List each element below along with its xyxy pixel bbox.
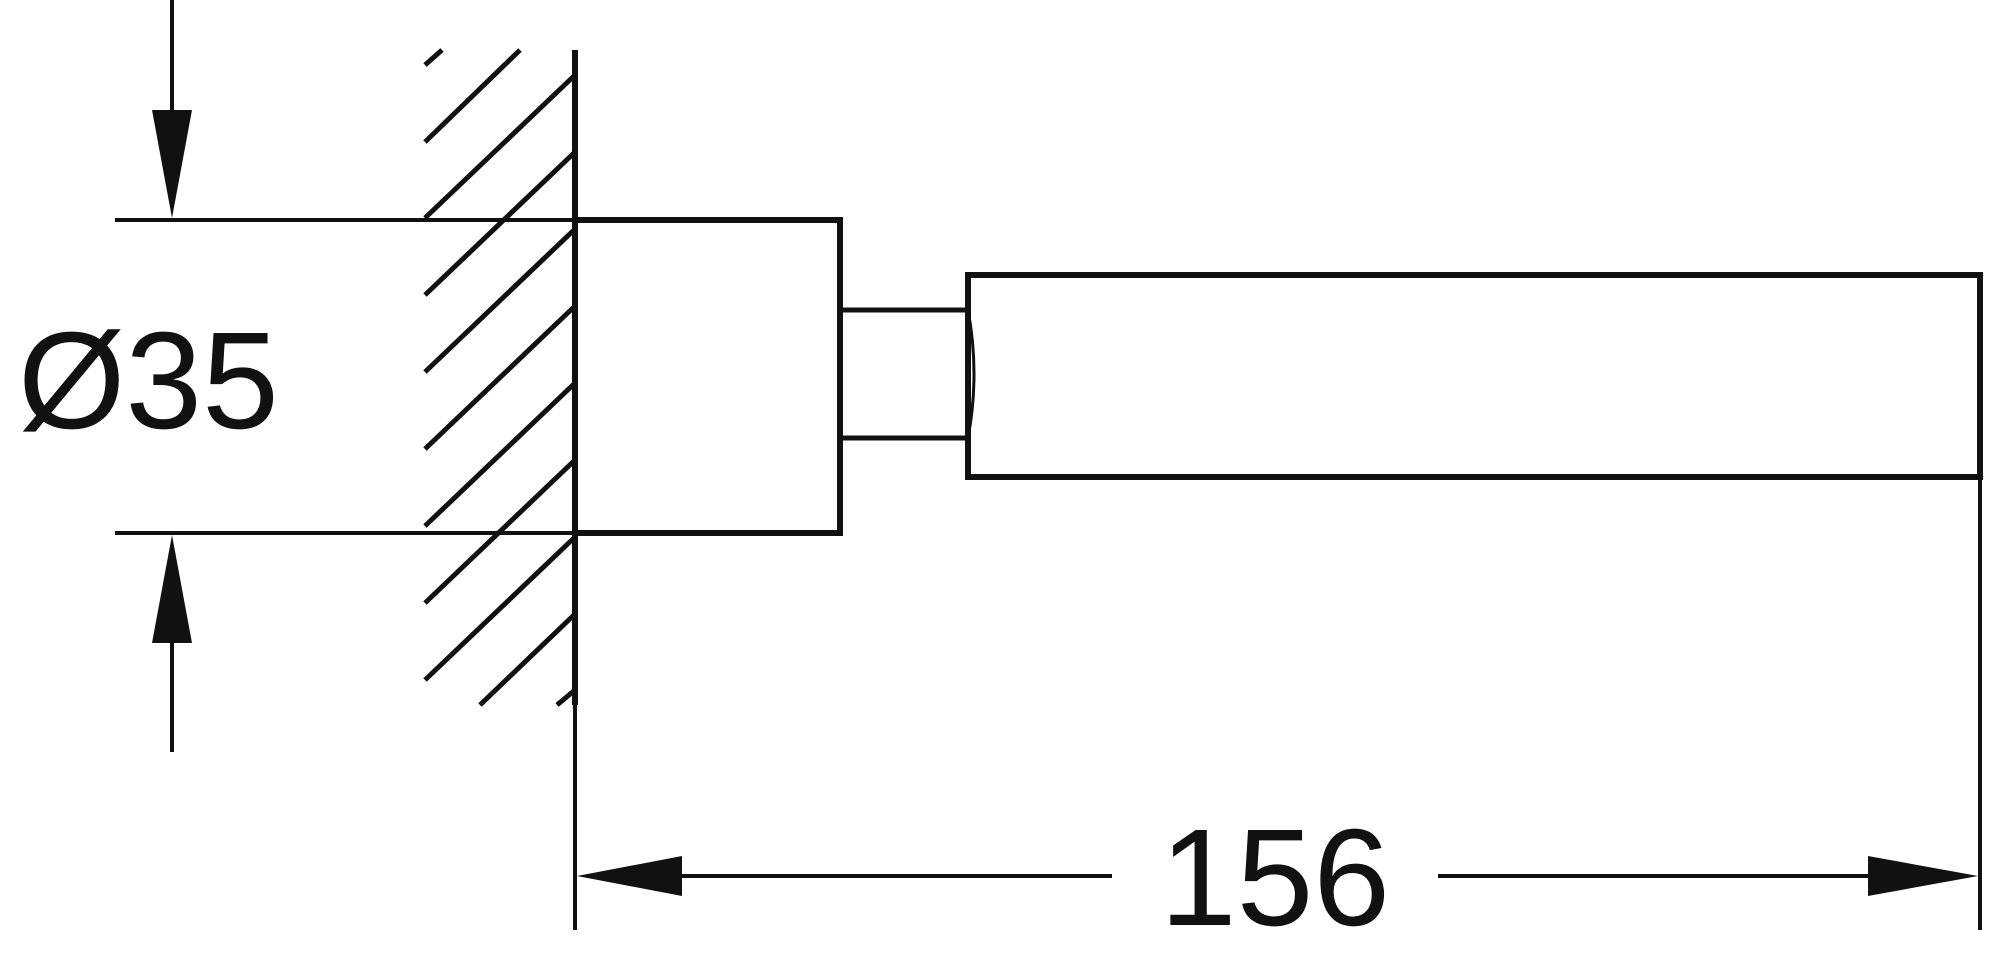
wall-hatching <box>423 48 577 707</box>
diameter-dimension <box>115 0 575 752</box>
arrowhead-left <box>577 856 682 896</box>
length-dimension <box>573 477 1982 930</box>
neck <box>843 307 968 441</box>
arrowhead-right <box>1868 856 1978 896</box>
length-label: 156 <box>1160 801 1390 954</box>
rod-body <box>965 272 1983 480</box>
wall <box>423 48 578 707</box>
arrowhead-down <box>152 110 192 218</box>
diameter-label: Ø35 <box>18 304 279 458</box>
arrowhead-up <box>152 535 192 643</box>
rosette-outline <box>575 217 843 536</box>
